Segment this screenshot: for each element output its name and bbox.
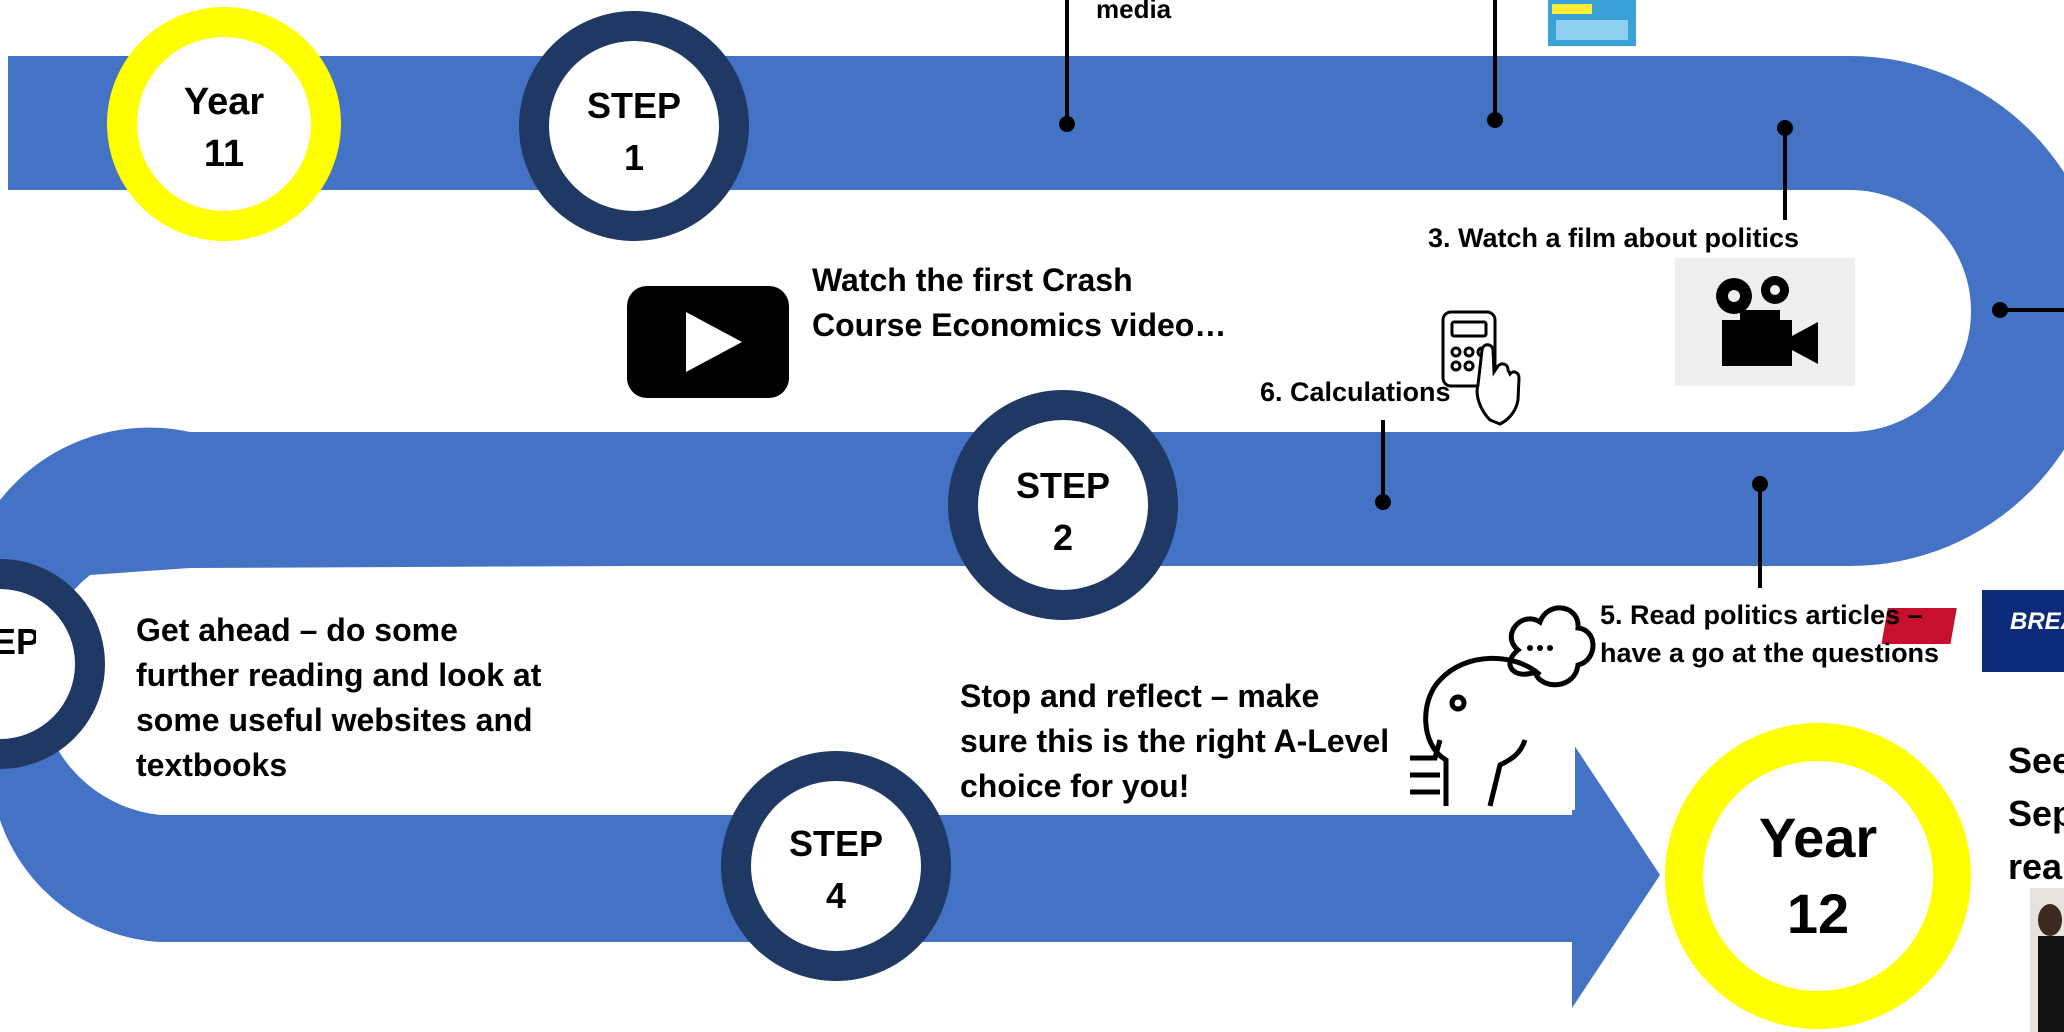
step1-ring: [519, 11, 749, 241]
year11-label: Year 11: [164, 76, 284, 180]
media-label: media: [1096, 0, 1172, 24]
thinking-head-icon: [1385, 605, 1596, 810]
reflect-line3: choice for you!: [960, 768, 1190, 804]
film-camera-icon: [1675, 258, 1855, 386]
read-articles-label: 5. Read politics articles – have a go at…: [1600, 596, 1939, 672]
read-articles-line1: 5. Read politics articles –: [1600, 600, 1923, 630]
step1-label-line1: STEP: [586, 85, 682, 126]
crash-course-line1: Watch the first Crash: [812, 262, 1133, 298]
get-ahead-line3: some useful websites and: [136, 702, 533, 738]
step3-label-line1: EP: [0, 621, 36, 662]
get-ahead-label: Get ahead – do some further reading and …: [136, 608, 541, 788]
step4-label: STEP 4: [776, 818, 896, 922]
year12-label: Year 12: [1728, 800, 1908, 952]
calculator-touch-icon: [1441, 310, 1521, 426]
crash-course-line2: Course Economics video…: [812, 307, 1227, 343]
get-ahead-line1: Get ahead – do some: [136, 612, 458, 648]
road-top: [8, 56, 2064, 566]
see-line1: See: [2008, 740, 2064, 781]
film-label: 3. Watch a film about politics: [1428, 223, 1800, 253]
step4-label-line2: 4: [825, 875, 847, 916]
year11-label-line2: 11: [203, 133, 245, 175]
step3-ring: [0, 559, 105, 769]
step2-label-line1: STEP: [1015, 465, 1111, 506]
step1-label: STEP 1: [574, 80, 694, 184]
connector-lines: [1065, 0, 2064, 588]
year12-ring: [1665, 723, 1971, 1029]
infographic-thumbnail-icon: [1548, 0, 1636, 46]
step4-label-line1: STEP: [788, 823, 884, 864]
get-ahead-line2: further reading and look at: [136, 657, 542, 693]
reflect-label: Stop and reflect – make sure this is the…: [960, 674, 1389, 809]
see-line2: Sep: [2008, 793, 2064, 834]
year12-label-line1: Year: [1758, 806, 1878, 869]
crash-course-label: Watch the first Crash Course Economics v…: [812, 258, 1226, 348]
step3-label: EP: [0, 616, 36, 668]
calculations-label: 6. Calculations: [1260, 377, 1451, 407]
reflect-line1: Stop and reflect – make: [960, 678, 1320, 714]
connector-dots: [1059, 112, 2008, 510]
see-september-label: See Sep rea: [2008, 734, 2064, 893]
person-photo-icon: [2030, 888, 2064, 1032]
get-ahead-line4: textbooks: [136, 747, 288, 783]
road-bottom: [0, 427, 1580, 942]
road-arrow: [1572, 742, 1660, 1008]
road-arrow-shaft: [1505, 815, 1577, 942]
read-articles-line2: have a go at the questions: [1600, 638, 1940, 668]
year12-label-line2: 12: [1786, 882, 1850, 945]
reflect-line2: sure this is the right A-Level: [960, 723, 1390, 759]
step2-label-line2: 2: [1052, 517, 1074, 558]
step1-label-line2: 1: [623, 137, 645, 178]
youtube-play-icon: [627, 286, 789, 398]
thought-dots: [1527, 645, 1553, 651]
news-banner-text: BREA: [2010, 608, 2064, 635]
step2-label: STEP 2: [1003, 460, 1123, 564]
see-line3: rea: [2008, 846, 2063, 887]
step2-ring: [948, 390, 1178, 620]
news-banner-icon: [1881, 590, 2064, 672]
year11-label-line1: Year: [183, 81, 265, 123]
year11-ring: [107, 7, 341, 241]
step4-ring: [721, 751, 951, 981]
